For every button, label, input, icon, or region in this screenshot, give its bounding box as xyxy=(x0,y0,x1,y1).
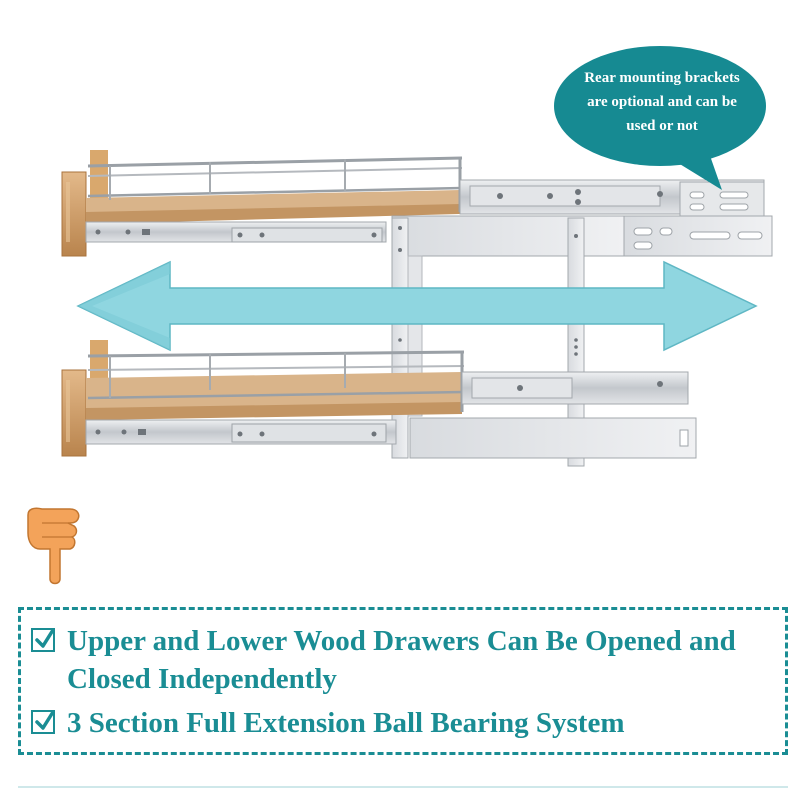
callout-line: used or not xyxy=(626,118,698,134)
pointing-hand-icon xyxy=(27,507,80,585)
checkmark-icon xyxy=(35,628,55,648)
double-arrow-icon xyxy=(76,260,758,352)
feature-text: Upper and Lower Wood Drawers Can Be Open… xyxy=(67,625,736,695)
feature-item: Upper and Lower Wood Drawers Can Be Open… xyxy=(31,622,787,698)
feature-text: 3 Section Full Extension Ball Bearing Sy… xyxy=(67,707,625,739)
checkmark-icon xyxy=(35,710,55,730)
upper-drawer xyxy=(61,150,773,257)
feature-item: 3 Section Full Extension Ball Bearing Sy… xyxy=(31,704,787,742)
callout-line: Rear mounting brackets xyxy=(584,70,740,86)
divider xyxy=(18,786,788,788)
checkbox xyxy=(31,710,55,734)
callout-line: are optional and can be xyxy=(587,94,737,110)
checkbox xyxy=(31,628,55,652)
lower-drawer xyxy=(61,340,697,459)
callout-bubble xyxy=(554,46,766,190)
feature-list: Upper and Lower Wood Drawers Can Be Open… xyxy=(18,607,788,755)
callout-text: Rear mounting brackets are optional and … xyxy=(574,66,750,138)
